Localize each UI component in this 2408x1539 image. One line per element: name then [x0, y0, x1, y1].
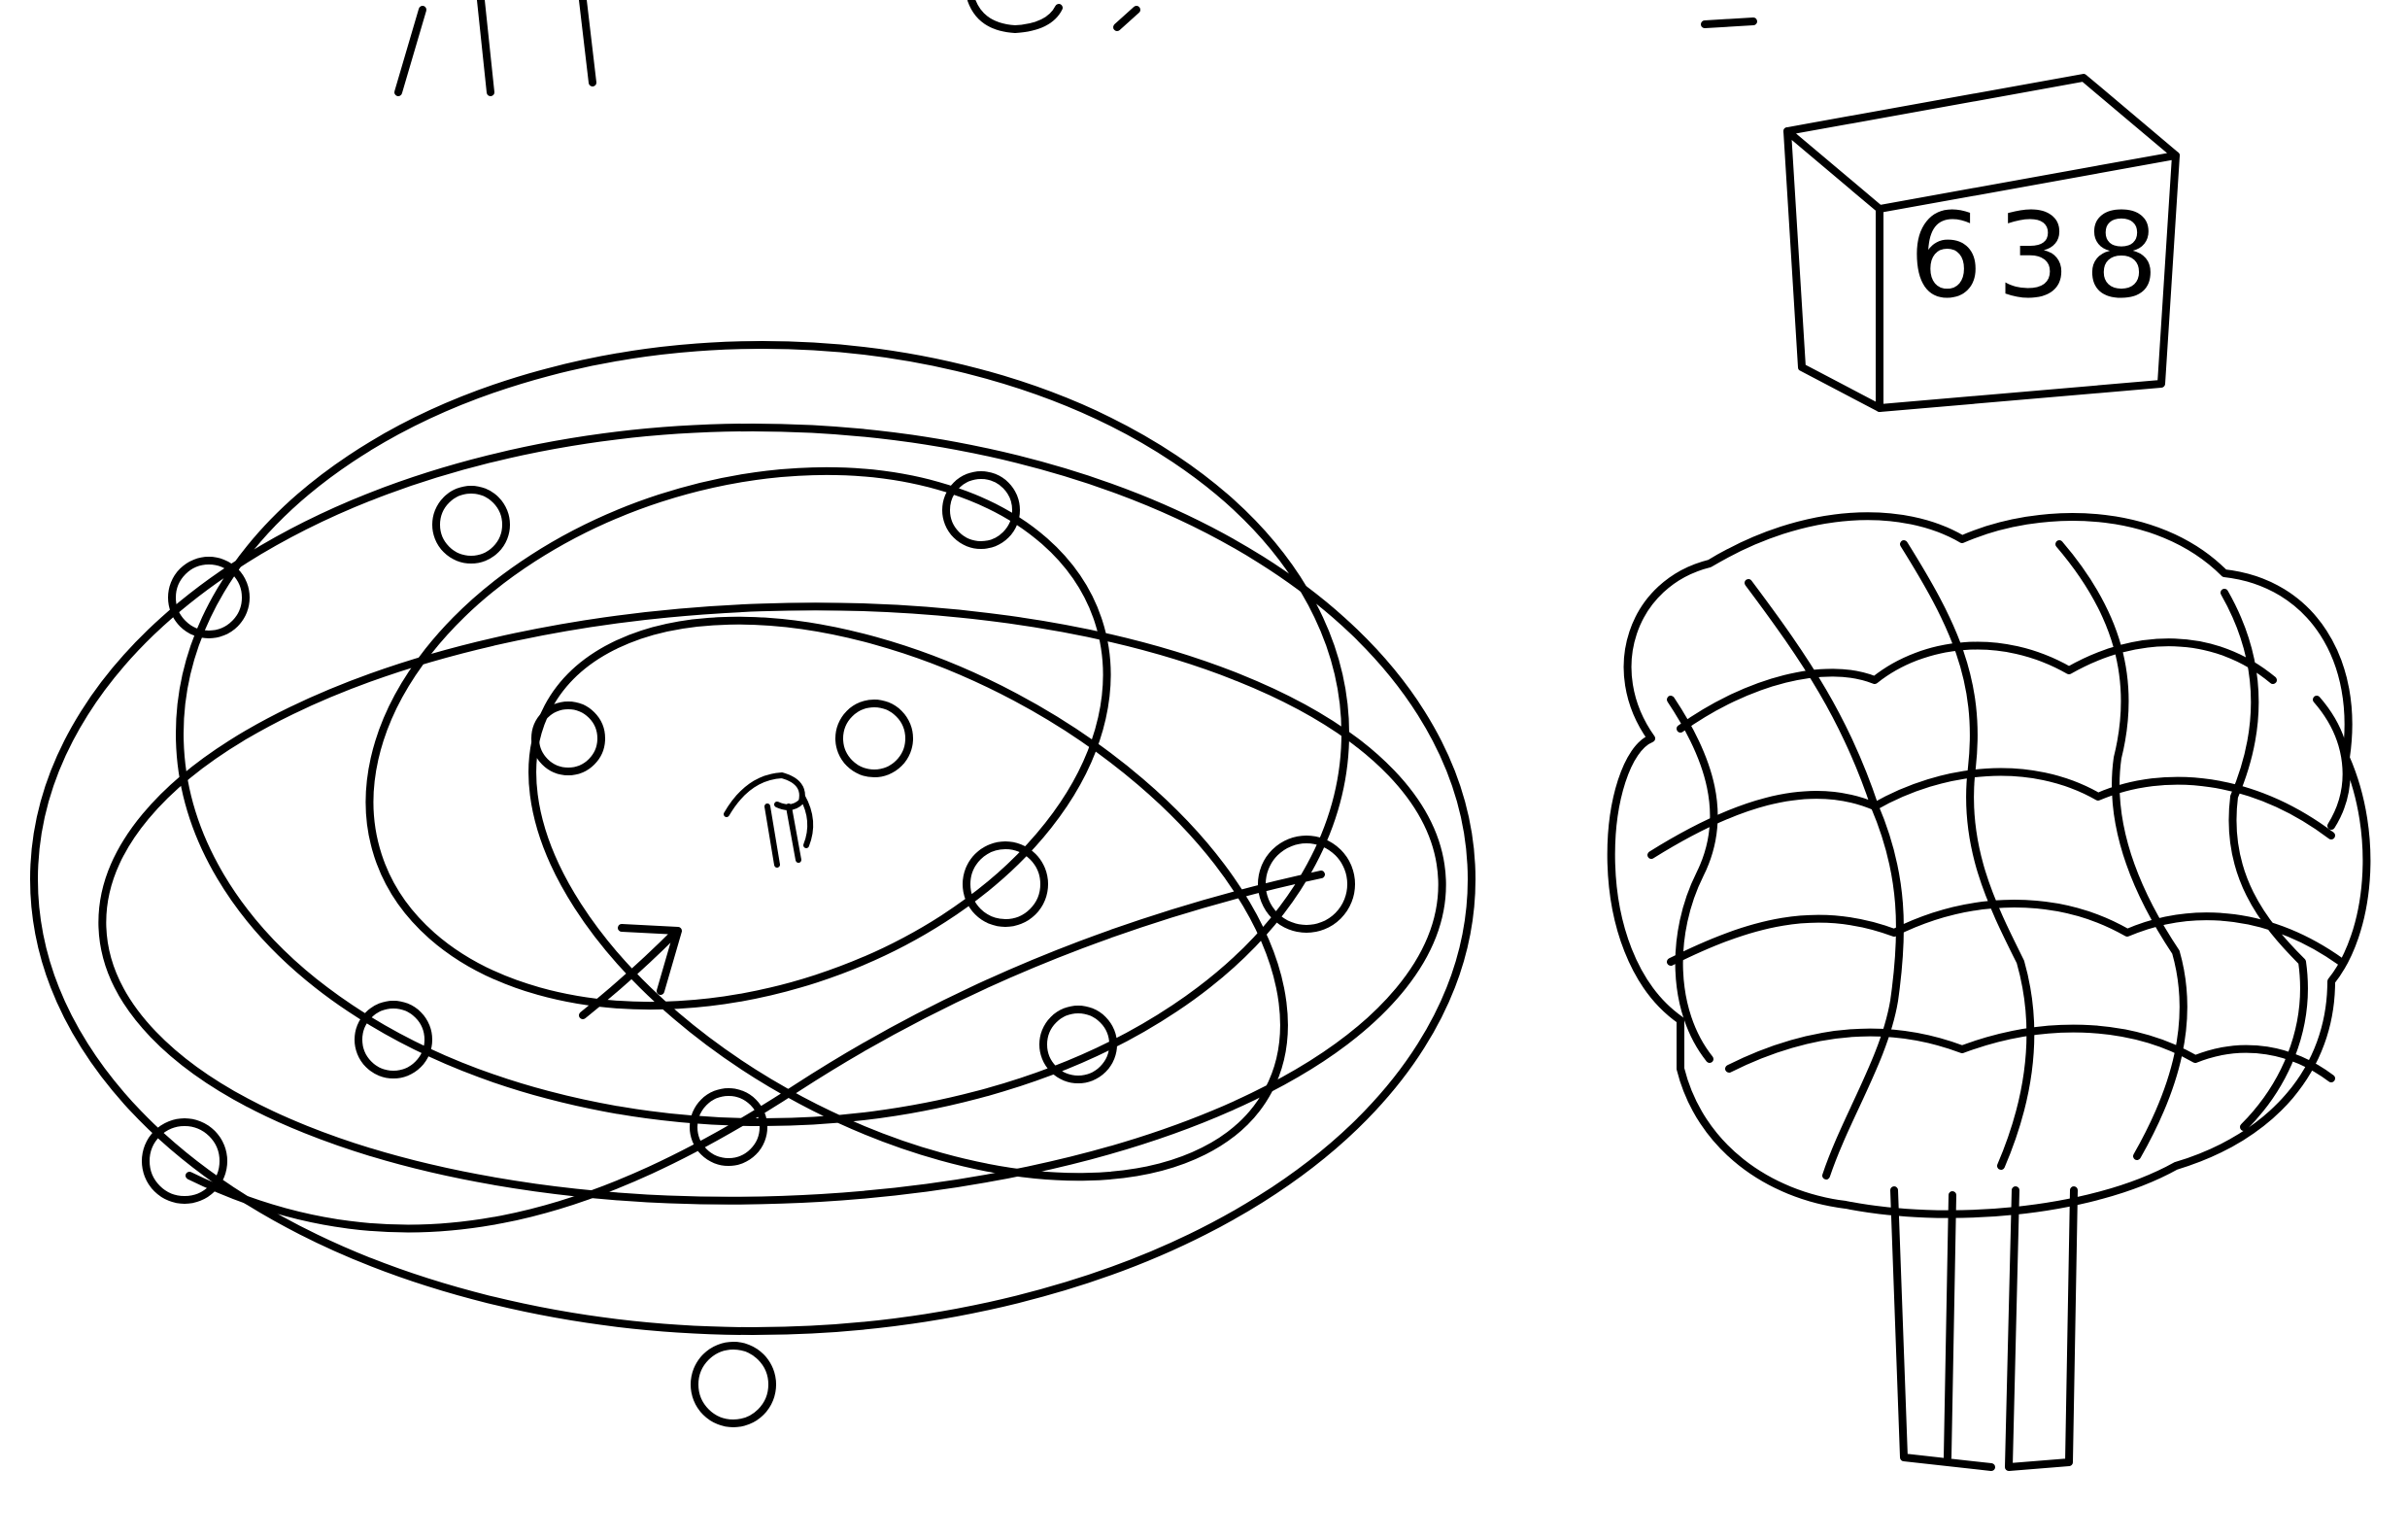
braided-knot-tree	[1611, 516, 2367, 1467]
knot-outline	[1611, 516, 2367, 1214]
figure-leg-left	[767, 806, 777, 865]
braid-col-2	[1904, 544, 2030, 1166]
top-edge-fragments	[398, 0, 1753, 92]
upper-loop	[180, 345, 1345, 1122]
cropped-dash-fragment	[1705, 21, 1753, 24]
braid-col-3	[2059, 544, 2184, 1156]
tripod-leg-middle	[481, 0, 491, 92]
trunk-right	[2009, 1190, 2074, 1467]
cropped-number-fragment	[971, 0, 1059, 29]
interlaced-loop-diagram	[34, 345, 1472, 1423]
figure-leg-right	[789, 806, 798, 860]
inner-loop-left	[300, 381, 1177, 1096]
trunk-mid-line	[1948, 1195, 1952, 1457]
crossing-marker	[535, 705, 601, 771]
crossing-marker	[1043, 1009, 1113, 1079]
crossing-marker	[172, 561, 246, 634]
crossing-marker	[967, 845, 1044, 923]
braid-edge-left	[1671, 700, 1713, 1059]
tripod-leg-right	[583, 0, 593, 83]
tripod-leg-left	[398, 10, 423, 92]
crossing-marker	[358, 1005, 428, 1075]
figure-back	[802, 797, 810, 845]
outer-loop	[34, 428, 1472, 1331]
braid-edge-right	[2317, 700, 2347, 826]
crossing-marker	[695, 1346, 772, 1423]
box-label: 638	[1909, 189, 2172, 325]
trunk-left	[1894, 1190, 1991, 1467]
climbing-figure	[727, 775, 810, 865]
numbered-box: 638	[1787, 78, 2176, 408]
crossing-marker	[839, 703, 909, 773]
cropped-number-fragment-tail	[1117, 10, 1136, 27]
crossing-marker	[436, 490, 506, 560]
